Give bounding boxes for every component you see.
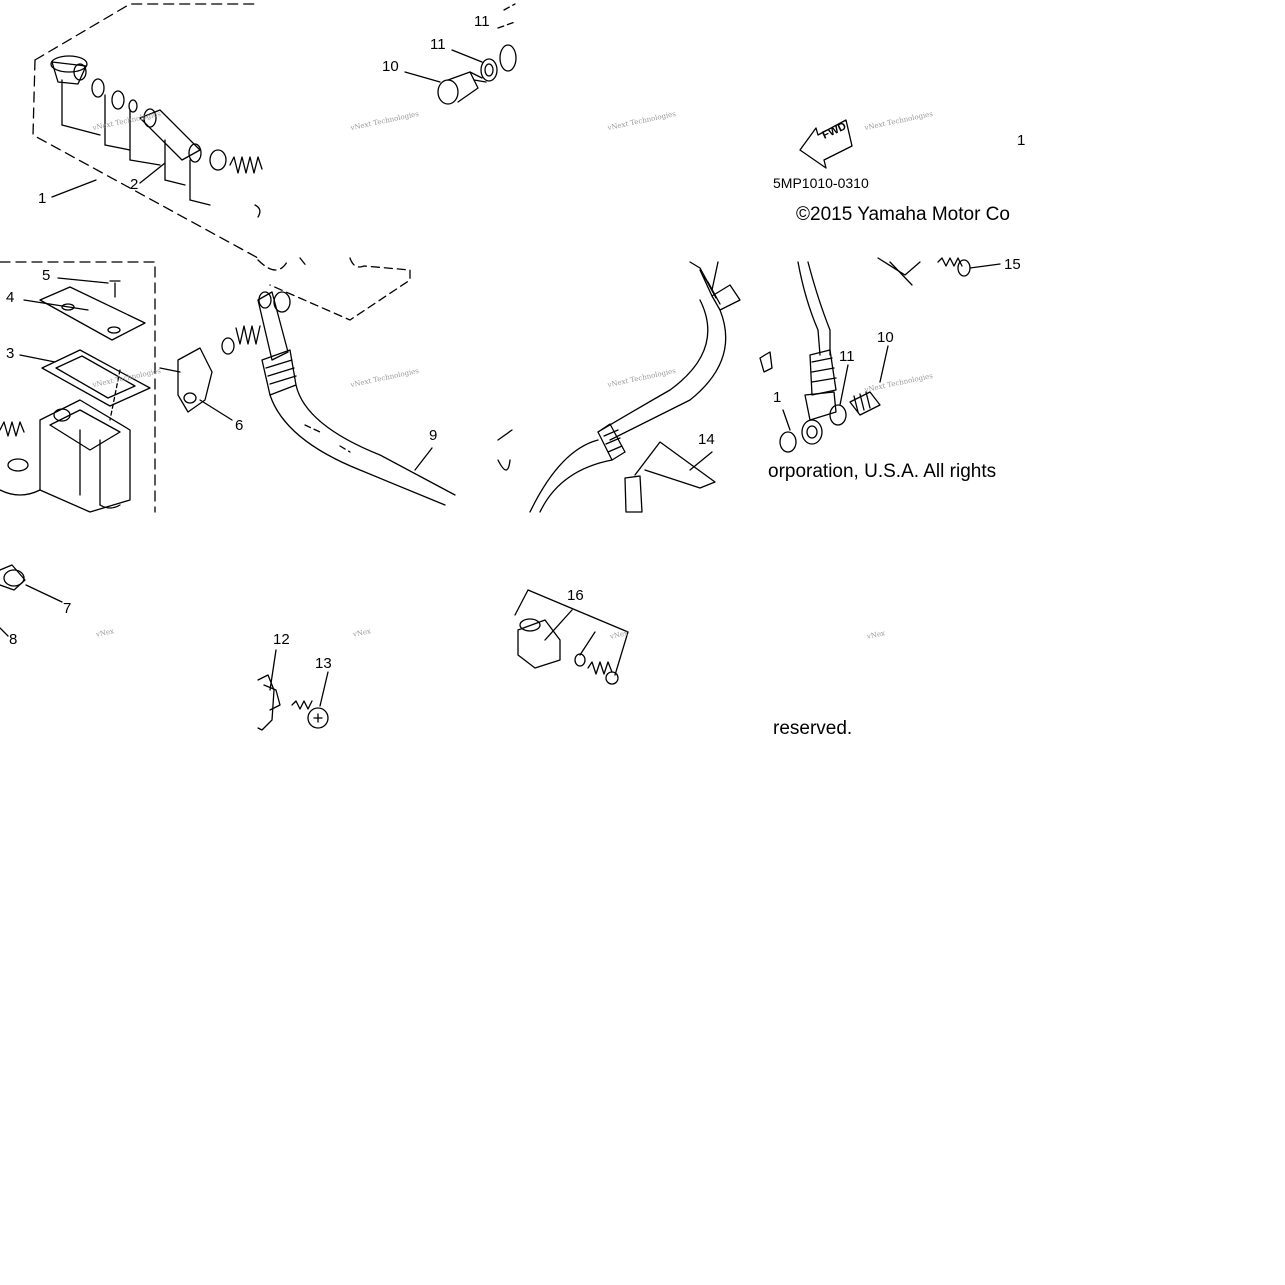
callout-1-right: 1 bbox=[1017, 132, 1026, 149]
copyright-line-2: orporation, U.S.A. All rights bbox=[768, 461, 997, 482]
master-cylinder-kit-tile bbox=[32, 3, 263, 259]
callout-4-cap: 4 bbox=[6, 289, 15, 306]
callout-7-bolt: 7 bbox=[63, 600, 72, 617]
clamp-16-tile bbox=[514, 589, 629, 685]
callout-8: 8 bbox=[9, 631, 18, 648]
callout-14-clip: 14 bbox=[698, 431, 715, 448]
callout-5-screw: 5 bbox=[42, 267, 51, 284]
callout-9-hose: 9 bbox=[429, 427, 438, 444]
callout-12-clamp: 12 bbox=[273, 631, 290, 648]
callout-6-holder: 6 bbox=[235, 417, 244, 434]
hose-middle-tile bbox=[497, 261, 741, 513]
callout-11-washer: 11 bbox=[430, 36, 446, 53]
copyright-line-1: ©2015 Yamaha Motor Co bbox=[796, 204, 1010, 225]
diagram-code: 5MP1010-0310 bbox=[773, 175, 869, 191]
callout-1-kit: 1 bbox=[38, 190, 47, 207]
master-cylinder-body-tile bbox=[0, 261, 156, 513]
bolt-7-tile bbox=[0, 564, 63, 637]
callout-11-lower: 11 bbox=[839, 348, 855, 365]
copyright-line-3: reserved. bbox=[773, 718, 853, 739]
callout-16-clamp: 16 bbox=[567, 587, 584, 604]
callout-10-bleeder: 10 bbox=[877, 329, 894, 346]
banjo-bolt-top-tile bbox=[404, 3, 517, 105]
callout-2-piston: 2 bbox=[130, 176, 139, 193]
callout-3-diaphragm: 3 bbox=[6, 345, 15, 362]
clamp-hose-tile bbox=[159, 257, 456, 506]
callout-10-bolt: 10 bbox=[382, 58, 399, 75]
callout-15-bolt: 15 bbox=[1004, 256, 1021, 273]
hose-lower-fitting-tile bbox=[759, 257, 1001, 453]
clamp-12-tile bbox=[257, 649, 329, 731]
callout-11-top: 11 bbox=[474, 13, 490, 30]
callout-1-lower: 1 bbox=[773, 389, 782, 406]
callout-13-screw: 13 bbox=[315, 655, 332, 672]
fwd-arrow-tile bbox=[799, 119, 853, 169]
